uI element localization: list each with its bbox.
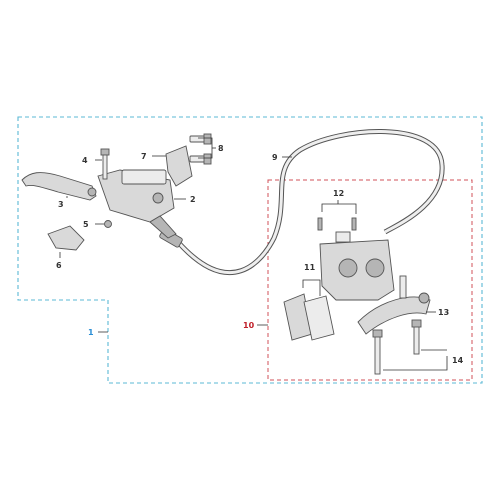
callout-12: 12	[333, 189, 344, 198]
small-screw	[104, 220, 112, 228]
caliper-group-outline	[267, 179, 473, 381]
callout-13: 13	[438, 308, 449, 317]
callout-10: 10	[243, 321, 255, 330]
brake-pads	[283, 293, 335, 341]
caliper-bracket	[357, 275, 431, 335]
callout-7: 7	[141, 152, 147, 161]
callout-1: 1	[88, 328, 94, 337]
lever-cover	[47, 225, 85, 251]
brake-lever	[21, 172, 97, 201]
callout-labels: 1 2 3 4 5 6 7 8 9 10 11 12 13 14	[56, 144, 464, 365]
bracket-bolts	[372, 319, 422, 375]
master-cylinder	[97, 169, 177, 239]
callout-8: 8	[218, 144, 224, 153]
clamp-bolts	[189, 133, 212, 165]
callout-2: 2	[190, 195, 196, 204]
callout-4: 4	[82, 156, 88, 165]
assembly-boundary-outline	[17, 116, 483, 384]
brake-hose	[159, 129, 445, 276]
callout-5: 5	[83, 220, 89, 229]
callout-14: 14	[452, 356, 464, 365]
callout-11: 11	[304, 263, 316, 272]
leader-lines	[59, 137, 448, 371]
callout-9: 9	[272, 153, 278, 162]
caliper-screws	[317, 217, 357, 231]
brake-caliper	[319, 231, 395, 301]
callout-6: 6	[56, 261, 62, 270]
lever-pivot-bolt	[100, 148, 110, 180]
handlebar-clamp	[165, 145, 193, 187]
callout-3: 3	[58, 200, 64, 209]
